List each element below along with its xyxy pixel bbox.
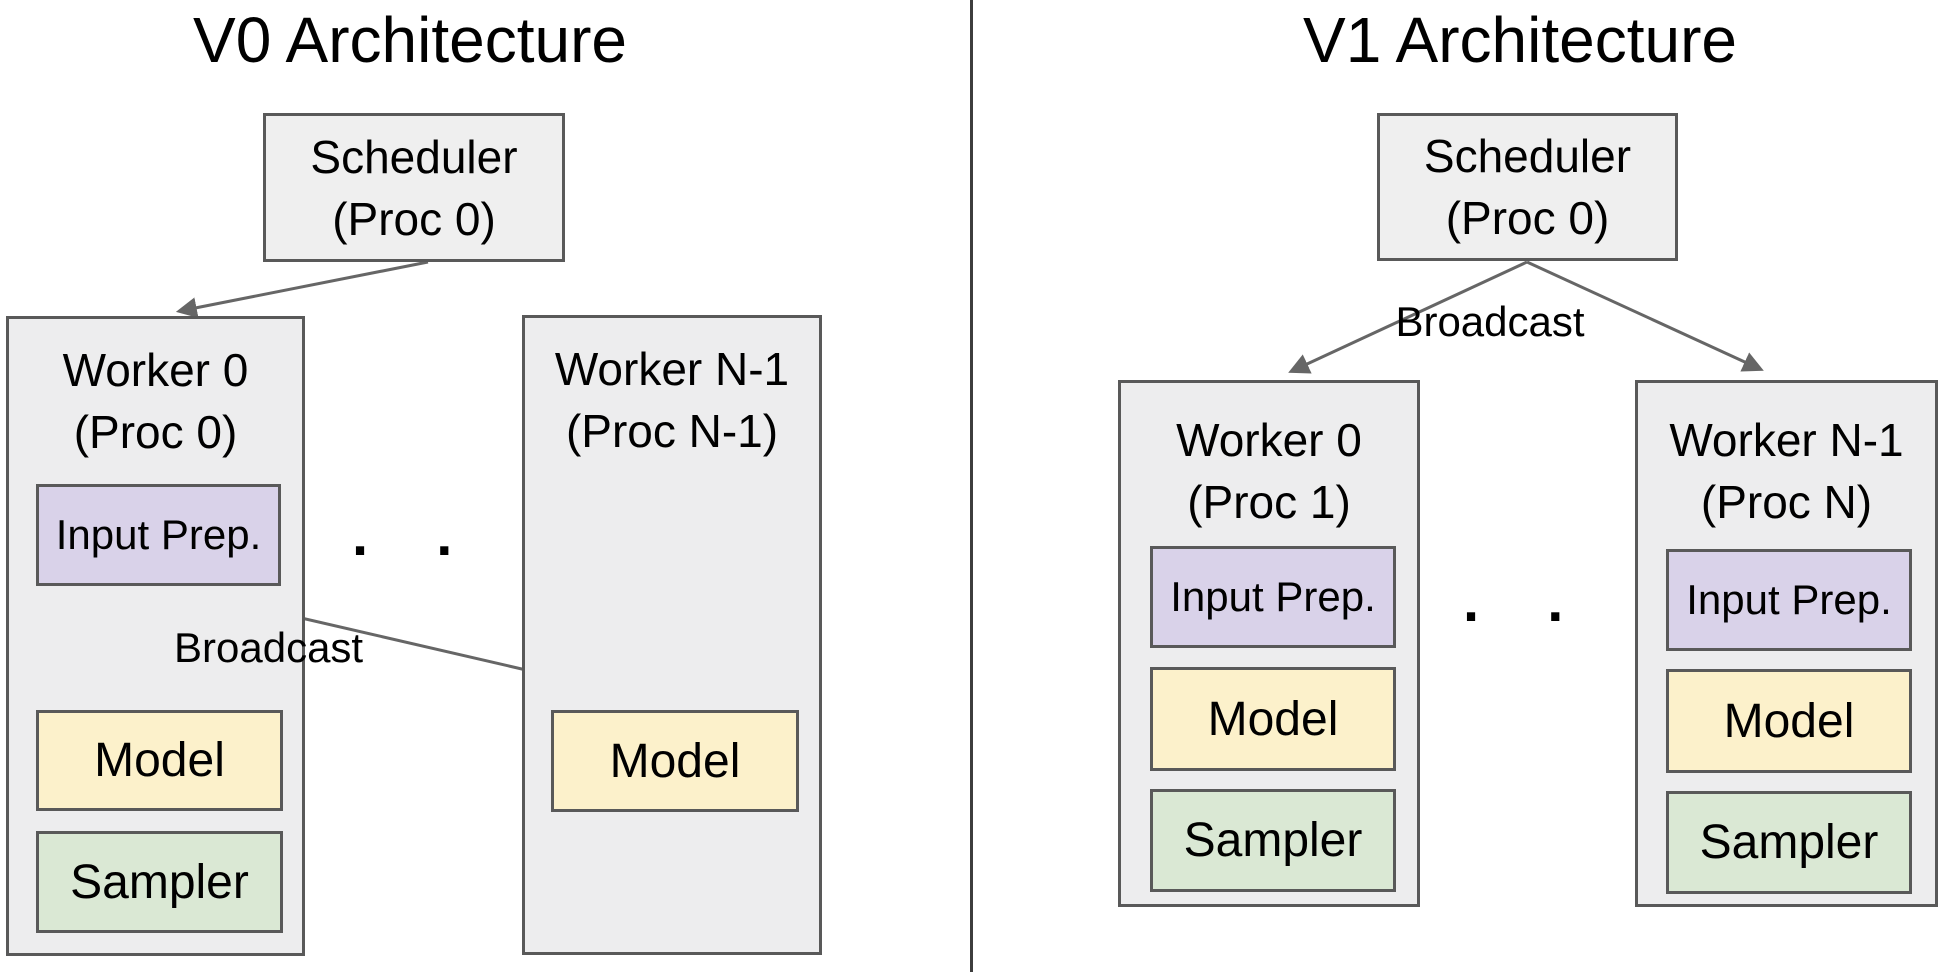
v0-worker0-input-prep-label: Input Prep. [55, 511, 262, 558]
panel-divider [970, 0, 973, 972]
v1-workerN-sampler-box: Sampler [1666, 791, 1912, 894]
v0-ellipsis: . . . [352, 503, 563, 568]
v0-workerN-label: Worker N-1 (Proc N-1) [525, 338, 819, 462]
v0-worker0-model-box: Model [36, 710, 283, 811]
v0-scheduler-name: Scheduler [310, 130, 518, 183]
v0-worker0-proc: (Proc 0) [73, 406, 238, 458]
v1-workerN-model-box: Model [1666, 669, 1912, 773]
v1-workerN-name: Worker N-1 [1669, 414, 1904, 466]
v0-workerN-model-label: Model [609, 734, 741, 788]
v0-worker0-sampler-box: Sampler [36, 831, 283, 933]
v1-worker0-proc: (Proc 1) [1187, 476, 1351, 528]
v0-broadcast-label: Broadcast [174, 624, 364, 671]
v1-workerN-input-prep-box: Input Prep. [1666, 549, 1912, 651]
v1-worker0-input-prep-label: Input Prep. [1170, 573, 1376, 620]
v0-worker0-sampler-label: Sampler [70, 855, 249, 909]
v1-worker0-container: Worker 0 (Proc 1) Input Prep. Model Samp… [1118, 380, 1420, 907]
v1-worker0-name: Worker 0 [1176, 414, 1362, 466]
v0-title: V0 Architecture [193, 4, 627, 76]
v1-workerN-sampler-label: Sampler [1699, 816, 1879, 869]
v0-scheduler-box: Scheduler (Proc 0) [263, 113, 565, 262]
v0-worker0-name: Worker 0 [62, 344, 249, 396]
v1-workerN-container: Worker N-1 (Proc N) Input Prep. Model Sa… [1635, 380, 1938, 907]
v0-worker0-input-prep-box: Input Prep. [36, 484, 281, 586]
v0-worker0-container: Worker 0 (Proc 0) Input Prep. Model Samp… [6, 316, 305, 956]
v1-ellipsis: . . . [1463, 569, 1674, 634]
v0-scheduler-proc: (Proc 0) [332, 192, 496, 245]
v0-worker0-label: Worker 0 (Proc 0) [9, 339, 302, 463]
v1-workerN-model-label: Model [1723, 694, 1855, 748]
v0-scheduler-to-worker0-arrow [175, 260, 429, 319]
v1-broadcast-label: Broadcast [1395, 298, 1585, 345]
v1-workerN-proc: (Proc N) [1700, 476, 1873, 528]
v1-worker0-sampler-label: Sampler [1183, 814, 1363, 867]
v0-workerN-proc: (Proc N-1) [565, 405, 779, 457]
v1-worker0-sampler-box: Sampler [1150, 789, 1396, 892]
v1-title: V1 Architecture [1303, 4, 1737, 76]
v1-worker0-input-prep-box: Input Prep. [1150, 546, 1396, 648]
v1-scheduler-name: Scheduler [1423, 130, 1632, 182]
v1-workerN-label: Worker N-1 (Proc N) [1638, 409, 1935, 533]
v1-worker0-label: Worker 0 (Proc 1) [1121, 409, 1417, 533]
v0-workerN-model-box: Model [551, 710, 799, 812]
v0-workerN-container: Worker N-1 (Proc N-1) Model [522, 315, 822, 955]
v1-scheduler-proc: (Proc 0) [1445, 192, 1610, 244]
v1-workerN-input-prep-label: Input Prep. [1686, 576, 1892, 623]
v0-workerN-name: Worker N-1 [554, 343, 790, 395]
v0-worker0-model-label: Model [94, 734, 225, 787]
v1-worker0-model-label: Model [1207, 692, 1339, 746]
v1-worker0-model-box: Model [1150, 667, 1396, 771]
v1-scheduler-box: Scheduler (Proc 0) [1377, 113, 1678, 261]
